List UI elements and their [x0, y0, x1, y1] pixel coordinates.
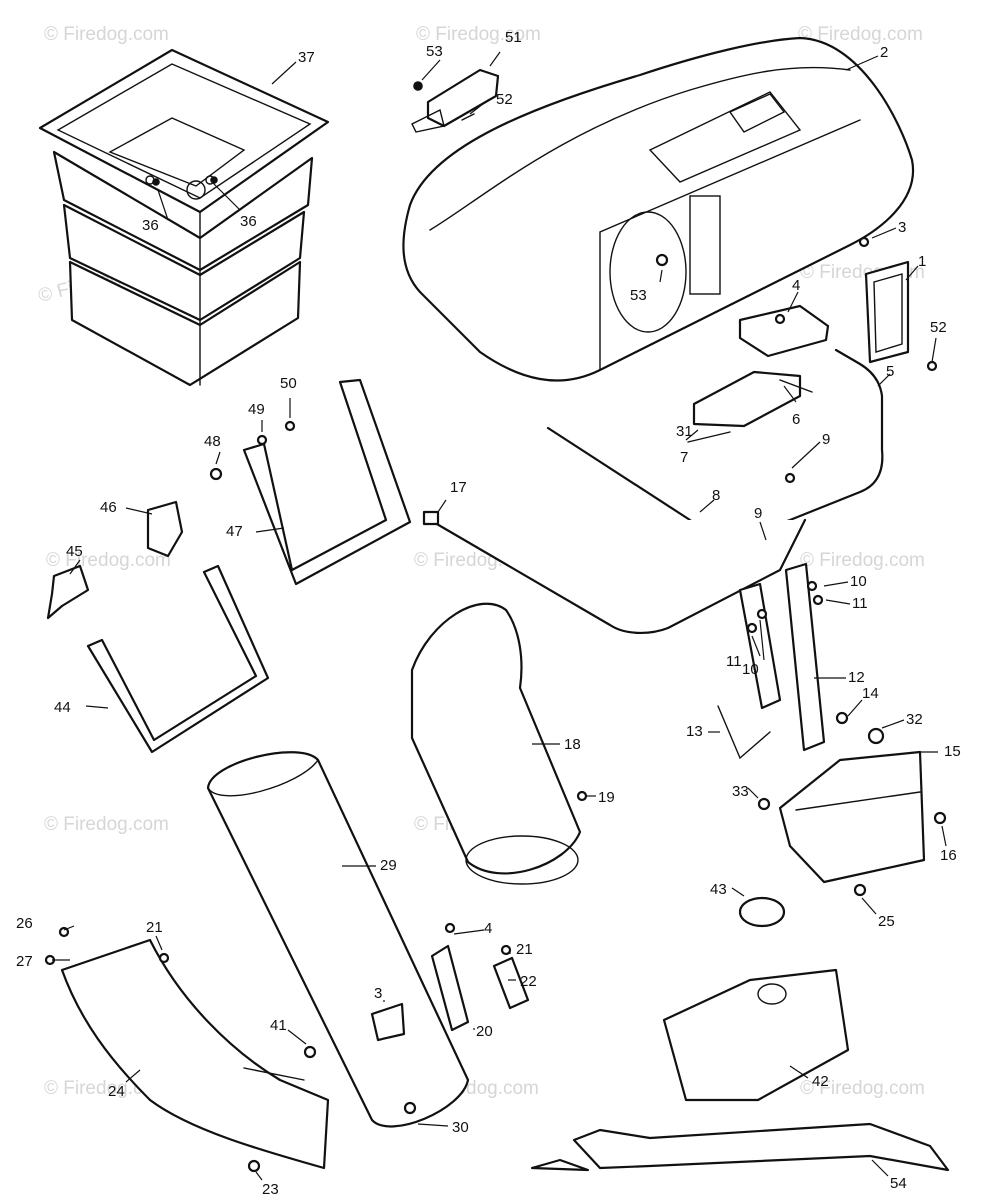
- callout-3: 3: [374, 985, 382, 1002]
- watermark: © Firedog.com: [416, 24, 541, 45]
- hinge-bracket: [411, 68, 500, 133]
- callout-23: 23: [262, 1181, 279, 1198]
- rod-bracket: [687, 370, 813, 443]
- callout-42: 42: [812, 1073, 829, 1090]
- callout-22: 22: [520, 973, 537, 990]
- callout-46: 46: [100, 499, 117, 516]
- callout-15: 15: [944, 743, 961, 760]
- callout-11: 11: [852, 595, 868, 612]
- callout-10: 10: [850, 573, 867, 590]
- callout-44: 44: [54, 699, 71, 716]
- callout-17: 17: [450, 479, 467, 496]
- callout-43: 43: [710, 881, 727, 898]
- frame-post: [717, 562, 826, 760]
- watermark: © Firedog.com: [800, 550, 925, 571]
- callout-4: 4: [792, 277, 800, 294]
- callout-26: 26: [16, 915, 33, 932]
- callout-51: 51: [505, 29, 522, 46]
- callout-11: 11: [726, 653, 742, 670]
- callout-52: 52: [930, 319, 947, 336]
- callout-18: 18: [564, 736, 581, 753]
- callout-53: 53: [426, 43, 443, 60]
- callout-3: 3: [898, 219, 906, 236]
- watermark: © Firedog.com: [44, 24, 169, 45]
- callout-12: 12: [848, 669, 865, 686]
- callout-labels: 37 2 51 53 52 3 1 4 52 5 6 31 7 9 8 9 10…: [16, 29, 961, 1198]
- callout-53: 53: [630, 287, 647, 304]
- cover-bracket: [738, 304, 830, 358]
- callout-19: 19: [598, 789, 615, 806]
- callout-8: 8: [712, 487, 720, 504]
- watermark: © Firedog.com: [44, 814, 169, 835]
- callout-6: 6: [792, 411, 800, 428]
- callout-9: 9: [754, 505, 762, 522]
- lower-u-bracket: [86, 564, 270, 754]
- callout-27: 27: [16, 953, 33, 970]
- support-rods: [428, 348, 884, 634]
- gas-tank: [662, 896, 850, 1102]
- callout-31: 31: [676, 423, 693, 440]
- callout-52: 52: [496, 91, 513, 108]
- leader-lines: [52, 51, 947, 1181]
- callout-16: 16: [940, 847, 957, 864]
- engine-mount: [778, 750, 926, 884]
- latch: [864, 260, 910, 364]
- callout-54: 54: [890, 1175, 907, 1192]
- grass-bag-cover: [402, 36, 915, 382]
- callout-4: 4: [484, 920, 492, 937]
- callout-2: 2: [880, 44, 888, 61]
- callout-1: 1: [918, 253, 926, 270]
- tube-brackets: [370, 944, 530, 1042]
- callout-32: 32: [906, 711, 923, 728]
- callout-20: 20: [476, 1023, 493, 1040]
- watermark: © Firedog.com: [798, 24, 923, 45]
- callout-13: 13: [686, 723, 703, 740]
- callout-30: 30: [452, 1119, 469, 1136]
- callout-36: 36: [240, 213, 257, 230]
- callout-10: 10: [742, 661, 759, 678]
- chute-deflector: [60, 938, 330, 1170]
- callout-33: 33: [732, 783, 749, 800]
- small-brackets: [46, 500, 184, 620]
- callout-24: 24: [108, 1083, 125, 1100]
- fasteners: [44, 176, 947, 1173]
- watermark: © Firedog.com: [800, 1078, 925, 1099]
- callout-37: 37: [298, 49, 315, 66]
- callout-21: 21: [146, 919, 163, 936]
- callout-47: 47: [226, 523, 243, 540]
- callout-49: 49: [248, 401, 265, 418]
- callout-48: 48: [204, 433, 221, 450]
- mower-blade: [530, 1122, 950, 1172]
- callout-50: 50: [280, 375, 297, 392]
- callout-45: 45: [66, 543, 83, 560]
- callout-36: 36: [142, 217, 159, 234]
- callout-41: 41: [270, 1017, 287, 1034]
- callout-21: 21: [516, 941, 533, 958]
- u-bracket: [242, 378, 412, 586]
- callout-7: 7: [680, 449, 688, 466]
- callout-9: 9: [822, 431, 830, 448]
- callout-5: 5: [886, 363, 894, 380]
- discharge-elbow: [410, 602, 582, 885]
- callout-29: 29: [380, 857, 397, 874]
- watermark: © Firedog.com: [46, 550, 171, 571]
- callout-25: 25: [878, 913, 895, 930]
- grass-bag-frame: [38, 48, 330, 387]
- callout-14: 14: [862, 685, 879, 702]
